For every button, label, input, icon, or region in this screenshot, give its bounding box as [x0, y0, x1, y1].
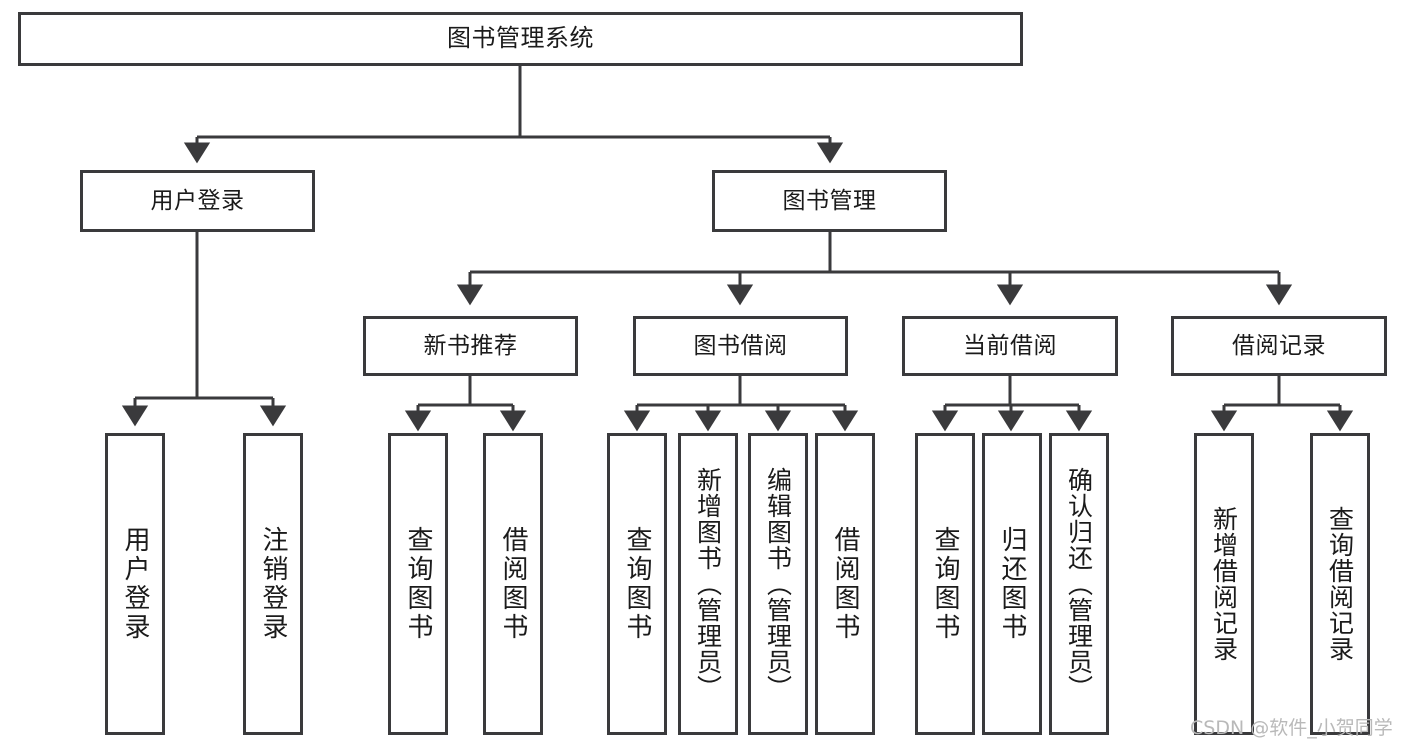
node-label: 图书管理	[782, 187, 877, 214]
node-label: 用户登录	[150, 187, 245, 214]
node-label: 借阅图书	[498, 526, 528, 642]
node-leaf-logout[interactable]: 注销登录	[243, 433, 303, 735]
node-leaf-confirm-return[interactable]: 确认归还（管理员）	[1049, 433, 1109, 735]
node-label: 新增图书（管理员）	[693, 467, 723, 701]
node-leaf-borrow-book-2[interactable]: 借阅图书	[815, 433, 875, 735]
node-label: 用户登录	[120, 526, 150, 642]
node-label: 查询借阅记录	[1325, 506, 1355, 662]
node-leaf-query-book-2[interactable]: 查询图书	[607, 433, 667, 735]
node-root-system[interactable]: 图书管理系统	[18, 12, 1023, 66]
node-leaf-query-record[interactable]: 查询借阅记录	[1310, 433, 1370, 735]
node-user-login[interactable]: 用户登录	[80, 170, 315, 232]
node-label: 归还图书	[997, 526, 1027, 642]
node-leaf-user-login[interactable]: 用户登录	[105, 433, 165, 735]
node-leaf-query-book-3[interactable]: 查询图书	[915, 433, 975, 735]
node-leaf-edit-book[interactable]: 编辑图书（管理员）	[748, 433, 808, 735]
node-leaf-borrow-book-1[interactable]: 借阅图书	[483, 433, 543, 735]
csdn-watermark: CSDN @软件_小贺同学	[1190, 717, 1393, 739]
node-leaf-return-book[interactable]: 归还图书	[982, 433, 1042, 735]
node-label: 新增借阅记录	[1209, 506, 1239, 662]
node-leaf-query-book-1[interactable]: 查询图书	[388, 433, 448, 735]
node-label: 当前借阅	[963, 332, 1057, 359]
node-label: 查询图书	[403, 526, 433, 642]
node-leaf-add-book[interactable]: 新增图书（管理员）	[678, 433, 738, 735]
node-borrow-record[interactable]: 借阅记录	[1171, 316, 1387, 376]
node-book-borrow[interactable]: 图书借阅	[633, 316, 848, 376]
node-new-book-recommend[interactable]: 新书推荐	[363, 316, 578, 376]
node-book-management[interactable]: 图书管理	[712, 170, 947, 232]
node-current-borrow[interactable]: 当前借阅	[902, 316, 1118, 376]
node-label: 图书管理系统	[447, 24, 594, 53]
node-label: 借阅记录	[1232, 332, 1326, 359]
node-label: 查询图书	[622, 526, 652, 642]
node-leaf-add-record[interactable]: 新增借阅记录	[1194, 433, 1254, 735]
node-label: 借阅图书	[830, 526, 860, 642]
node-label: 查询图书	[930, 526, 960, 642]
node-label: 注销登录	[258, 526, 288, 642]
node-label: 图书借阅	[693, 332, 788, 359]
node-label: 确认归还（管理员）	[1064, 467, 1094, 701]
node-label: 新书推荐	[423, 332, 518, 359]
node-label: 编辑图书（管理员）	[763, 467, 793, 701]
